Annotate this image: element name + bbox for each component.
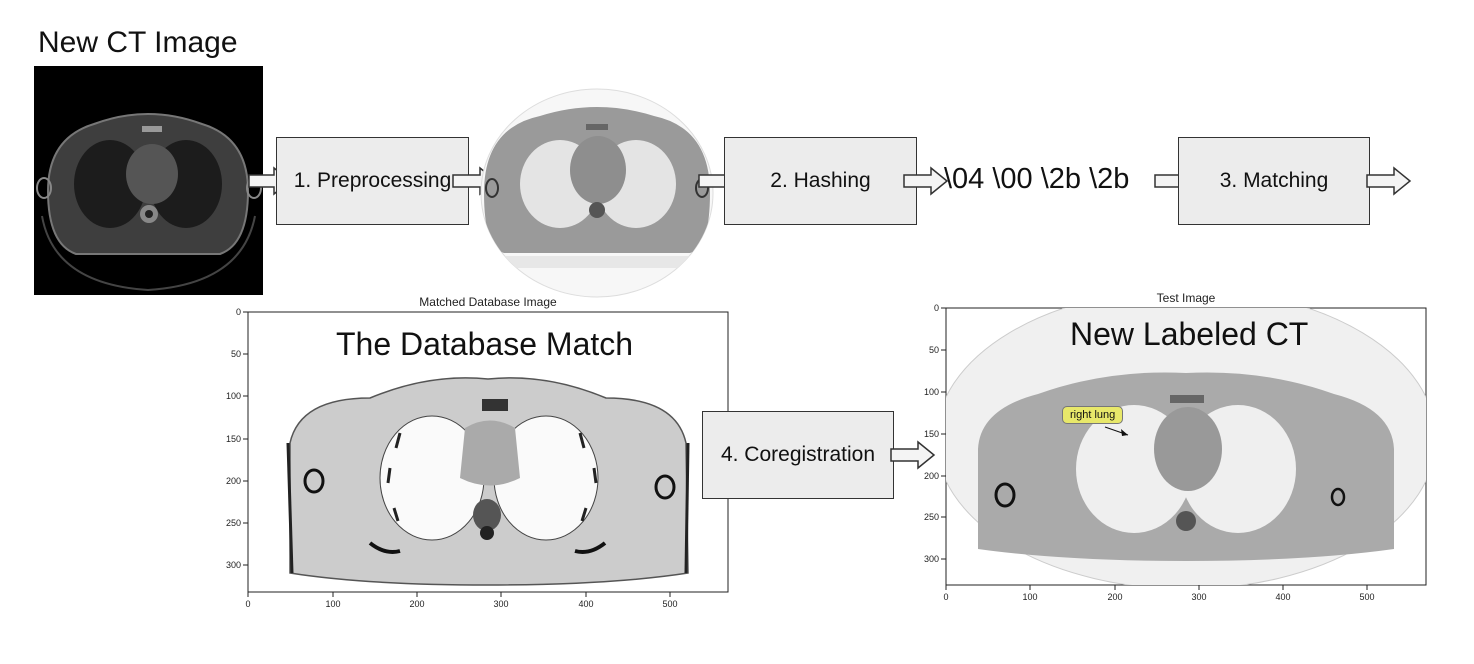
database-x-axis: 0 100 200 300 400 500 <box>245 592 678 609</box>
hashing-step: 2. Hashing <box>724 137 917 225</box>
test-plot-title: Test Image <box>1156 291 1216 305</box>
database-overlay-title: The Database Match <box>336 326 634 362</box>
test-y-tick: 250 <box>924 512 939 522</box>
database-y-tick: 250 <box>226 518 241 528</box>
test-x-tick: 300 <box>1191 592 1206 602</box>
hashing-label: 2. Hashing <box>770 169 871 192</box>
test-x-tick: 400 <box>1275 592 1290 602</box>
database-y-tick: 150 <box>226 434 241 444</box>
test-x-tick: 200 <box>1107 592 1122 602</box>
test-x-tick: 0 <box>943 592 948 602</box>
test-y-tick: 150 <box>924 429 939 439</box>
database-y-tick: 300 <box>226 560 241 570</box>
hash-value: \04 \00 \2b \2b <box>944 163 1130 195</box>
arrow-matching-out-icon <box>1366 166 1412 196</box>
database-x-tick: 100 <box>325 599 340 609</box>
database-y-tick: 100 <box>226 391 241 401</box>
database-plot: 0 50 100 150 200 250 300 0 100 200 300 4… <box>226 307 729 609</box>
database-x-tick: 200 <box>409 599 424 609</box>
database-y-axis: 0 50 100 150 200 250 300 <box>226 307 248 570</box>
matching-step: 3. Matching <box>1178 137 1370 225</box>
test-y-tick: 200 <box>924 471 939 481</box>
test-y-tick: 300 <box>924 554 939 564</box>
database-x-tick: 500 <box>662 599 677 609</box>
preprocessing-step: 1. Preprocessing <box>276 137 469 225</box>
database-x-tick: 400 <box>578 599 593 609</box>
test-y-tick: 50 <box>929 345 939 355</box>
test-y-tick: 100 <box>924 387 939 397</box>
database-x-tick: 300 <box>493 599 508 609</box>
new-ct-title: New CT Image <box>38 26 238 59</box>
test-x-axis: 0 100 200 300 400 500 <box>943 585 1375 602</box>
test-plot: 0 50 100 150 200 250 300 0 100 200 300 4… <box>924 303 1427 602</box>
preprocessed-ct-image <box>480 88 714 298</box>
database-y-tick: 200 <box>226 476 241 486</box>
preprocessing-label: 1. Preprocessing <box>293 169 452 192</box>
coregistration-label: 4. Coregistration <box>720 443 876 466</box>
database-x-tick: 0 <box>245 599 250 609</box>
arrow-coregistration-out-icon <box>890 440 936 470</box>
database-y-tick: 0 <box>236 307 241 317</box>
matching-label: 3. Matching <box>1219 169 1329 192</box>
new-ct-image <box>34 66 263 295</box>
test-x-tick: 500 <box>1359 592 1374 602</box>
test-y-tick: 0 <box>934 303 939 313</box>
test-overlay-title: New Labeled CT <box>1070 316 1309 352</box>
coregistration-step: 4. Coregistration <box>702 411 894 499</box>
test-x-tick: 100 <box>1022 592 1037 602</box>
arrow-hashing-to-hash-icon <box>903 166 949 196</box>
database-plot-title: Matched Database Image <box>419 295 557 309</box>
test-y-axis: 0 50 100 150 200 250 300 <box>924 303 946 564</box>
database-y-tick: 50 <box>231 349 241 359</box>
right-lung-annotation: right lung <box>1062 406 1124 424</box>
